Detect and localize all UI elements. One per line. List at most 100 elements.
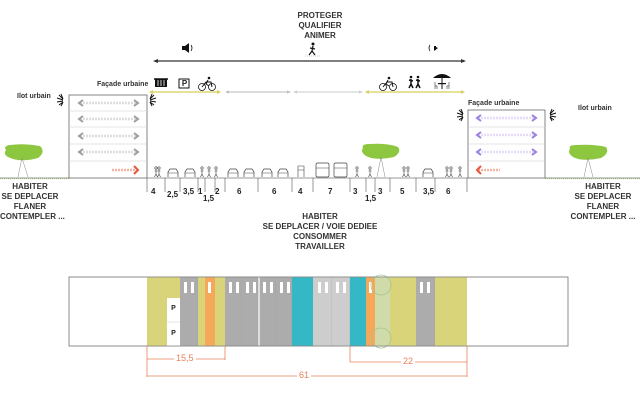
ground-floor-arrow-left xyxy=(112,165,140,175)
pedestrian-icon xyxy=(154,166,158,178)
tree-pit-1 xyxy=(370,274,392,296)
tree-icon-right xyxy=(569,144,608,178)
lane-marking xyxy=(343,282,346,293)
light-burst-icon-left-in xyxy=(149,93,157,107)
left-ilot-label: Ilot urbain xyxy=(17,93,51,100)
tree-icon-left xyxy=(4,144,43,178)
plan-strip-bus-lane xyxy=(350,277,366,346)
section-width-13: 3 xyxy=(378,187,383,196)
plan-view xyxy=(68,274,569,349)
bicycle-icon-right xyxy=(379,76,397,91)
car-icon xyxy=(277,168,289,177)
section-width-3: 3,5 xyxy=(183,187,195,196)
plan-strips xyxy=(147,277,467,346)
terrace-umbrella-icon xyxy=(433,74,451,89)
plan-strip-bike-lane xyxy=(366,277,375,346)
left-activity-flaner: FLANER xyxy=(13,202,47,211)
plan-strip-parking-lane xyxy=(180,277,198,346)
right-activities: HABITER SE DEPLACER FLANER CONTEMPLER ..… xyxy=(570,182,636,222)
ground-line xyxy=(0,177,640,180)
plan-strip-bike-lane xyxy=(205,277,215,346)
center-activity-habiter: HABITER xyxy=(302,212,338,221)
lane-marking xyxy=(318,282,321,293)
pedestrian-icon xyxy=(157,166,161,178)
center-activity-travailler: TRAVAILLER xyxy=(295,242,345,251)
car-icon xyxy=(184,168,196,177)
section-width-15: 3,5 xyxy=(423,187,435,196)
car-icon xyxy=(227,168,239,177)
label-qualifier: QUALIFIER xyxy=(298,21,342,30)
center-activity-consommer: CONSOMMER xyxy=(293,232,347,241)
facade-arrow-right-3 xyxy=(475,148,538,156)
car-icon xyxy=(243,168,255,177)
section-width-4: 1 xyxy=(198,187,203,196)
dimension-right-partial: 22 xyxy=(401,356,416,366)
right-activity-se-deplacer: SE DEPLACER xyxy=(574,192,632,201)
right-activity-flaner: FLANER xyxy=(586,202,620,211)
pedestrian-icon xyxy=(449,166,453,178)
light-burst-icon-right-out xyxy=(456,108,464,122)
bus-icon xyxy=(333,162,348,178)
section-width-5: 1,5 xyxy=(203,194,215,203)
plan-parking-label-2: P xyxy=(171,330,176,337)
parking-bay-1 xyxy=(167,298,180,322)
left-facade-label: Façade urbaine xyxy=(97,81,149,88)
section-dividers xyxy=(146,178,468,192)
plan-strip-median xyxy=(332,277,350,346)
speaker-quiet-icon xyxy=(428,44,438,52)
light-burst-icon-left-out xyxy=(56,93,64,107)
facade-arrow-left-3 xyxy=(77,132,140,140)
section-width-14: 5 xyxy=(400,187,405,196)
plan-lane-markings xyxy=(184,282,430,293)
plan-strip-traffic-lane xyxy=(225,277,242,346)
lane-marking xyxy=(369,282,372,293)
facade-arrow-left-4 xyxy=(77,148,140,156)
car-icon xyxy=(422,168,434,177)
lane-marking xyxy=(208,282,211,293)
right-facade-arrows xyxy=(475,114,538,175)
people-walking-icon xyxy=(408,75,421,89)
plan-strip-parking-lane xyxy=(416,277,435,346)
pedestrian-icon xyxy=(214,166,218,178)
ground-floor-arrow-right xyxy=(475,165,500,175)
section-width-8: 6 xyxy=(272,187,277,196)
section-width-10: 7 xyxy=(328,187,333,196)
pedestrian-crossing-icon xyxy=(305,42,321,57)
lane-marking xyxy=(336,282,339,293)
plan-parking-label-1: P xyxy=(171,305,176,312)
active-edge-lines xyxy=(149,90,465,94)
left-activity-se-deplacer: SE DEPLACER xyxy=(1,192,59,201)
market-basket-icon xyxy=(154,78,168,87)
plan-strip-traffic-lane xyxy=(258,277,276,346)
lane-marking xyxy=(246,282,249,293)
bicycle-icon-left xyxy=(198,76,216,91)
bus-icon xyxy=(315,162,330,178)
car-icon xyxy=(261,168,273,177)
plan-strip-median xyxy=(313,277,332,346)
plan-strip-sidewalk xyxy=(215,277,225,346)
parking-icon xyxy=(178,78,190,89)
parking-bay-2 xyxy=(167,322,180,346)
lane-marking xyxy=(280,282,283,293)
pedestrian-icon xyxy=(200,166,204,178)
center-activity-se-deplacer: SE DEPLACER / VOIE DEDIEE xyxy=(262,222,378,231)
plan-strip-bus-lane xyxy=(292,277,313,346)
plan-strip-sidewalk xyxy=(198,277,205,346)
lane-marking xyxy=(184,282,187,293)
facade-arrow-right-1 xyxy=(475,114,538,122)
car-icon xyxy=(167,168,179,177)
lane-marking xyxy=(420,282,423,293)
pedestrian-icon xyxy=(207,166,211,178)
center-activities: HABITER SE DEPLACER / VOIE DEDIEE CONSOM… xyxy=(255,212,385,252)
right-activity-contempler: CONTEMPLER ... xyxy=(570,212,636,221)
left-activity-habiter: HABITER xyxy=(12,182,48,191)
lane-marking xyxy=(191,282,194,293)
street-users xyxy=(154,162,462,178)
left-activities: HABITER SE DEPLACER FLANER CONTEMPLER ..… xyxy=(0,182,65,222)
section-width-16: 6 xyxy=(446,187,451,196)
lane-marking xyxy=(325,282,328,293)
lane-marking xyxy=(236,282,239,293)
tree-pit-2 xyxy=(370,327,392,349)
section-width-7: 6 xyxy=(237,187,242,196)
